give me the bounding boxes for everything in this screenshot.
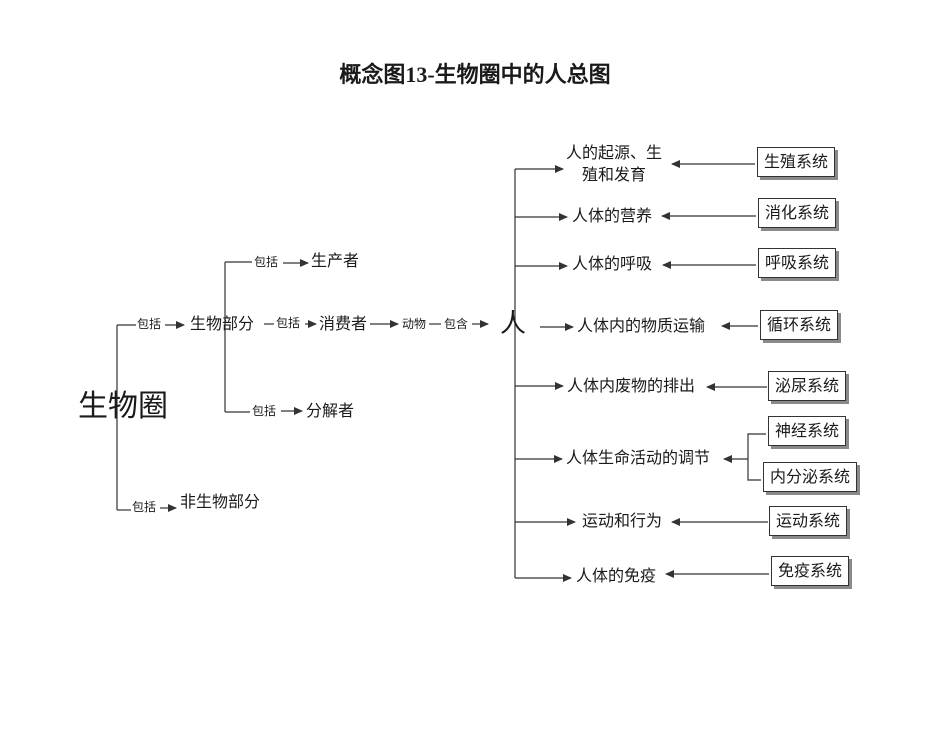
topic-nutrition: 人体的营养 <box>572 206 653 225</box>
includes-label-3: 包括 <box>276 316 301 330</box>
system-box-immune: 免疫系统 <box>771 556 850 586</box>
system-box-motor: 运动系统 <box>769 506 848 536</box>
system-box-reproductive: 生殖系统 <box>757 147 836 177</box>
topic-origin-development: 人的起源、生 殖和发育 <box>566 142 662 185</box>
topic-origin-line2: 殖和发育 <box>582 164 647 184</box>
system-box-urinary: 泌尿系统 <box>768 371 847 401</box>
topic-immunity: 人体的免疫 <box>576 566 657 585</box>
node-consumer: 消费者 <box>319 314 368 333</box>
node-bio-part: 生物部分 <box>190 314 255 333</box>
includes-label-2: 包括 <box>254 255 279 269</box>
system-box-respiratory: 呼吸系统 <box>758 248 837 278</box>
system-box-digestive: 消化系统 <box>758 198 837 228</box>
topic-respiration: 人体的呼吸 <box>572 254 653 273</box>
topic-regulation: 人体生命活动的调节 <box>566 448 711 467</box>
system-box-endocrine: 内分泌系统 <box>763 462 858 492</box>
includes-label-1: 包括 <box>137 317 162 331</box>
topic-origin-line1: 人的起源、生 <box>566 143 663 162</box>
node-decomposer: 分解者 <box>306 401 355 420</box>
contains-label: 包含 <box>444 317 469 331</box>
topic-movement-behavior: 运动和行为 <box>582 511 663 530</box>
node-nonbio-part: 非生物部分 <box>180 492 261 511</box>
includes-label-5: 包括 <box>132 500 157 514</box>
page-title: 概念图13-生物圈中的人总图 <box>339 62 611 87</box>
node-producer: 生产者 <box>311 251 360 270</box>
topic-transport: 人体内的物质运输 <box>577 316 706 335</box>
includes-label-4: 包括 <box>252 404 277 418</box>
node-human: 人 <box>500 309 527 339</box>
system-box-circulatory: 循环系统 <box>760 310 839 340</box>
root-node-biosphere: 生物圈 <box>78 389 168 424</box>
regulation-bracket-line <box>747 433 766 481</box>
topic-excretion: 人体内废物的排出 <box>567 376 696 395</box>
system-box-nervous: 神经系统 <box>768 416 847 446</box>
node-animal: 动物 <box>402 317 427 331</box>
